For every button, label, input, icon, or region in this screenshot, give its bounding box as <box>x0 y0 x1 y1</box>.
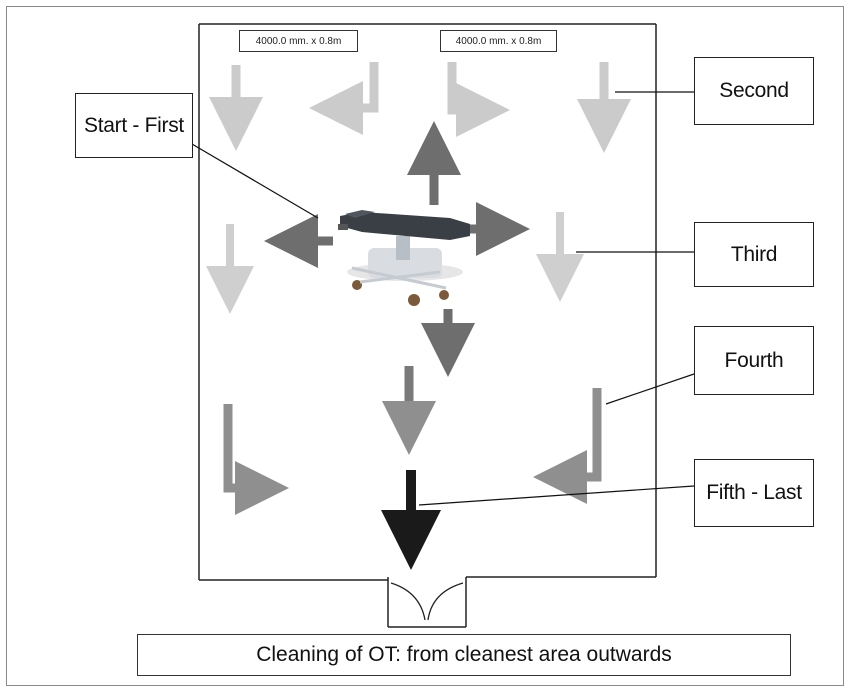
operating-table-image <box>338 210 470 306</box>
third-stage-arrows <box>206 212 584 314</box>
label-fourth: Fourth <box>694 326 814 395</box>
second-stage-arrows <box>209 62 631 153</box>
leader-start <box>191 143 319 219</box>
dimension-label-right: 4000.0 mm. x 0.8m <box>440 30 557 52</box>
fourth-arrow-left <box>223 404 289 515</box>
room-outline <box>198 23 657 581</box>
second-arrow-3 <box>447 62 510 137</box>
caption: Cleaning of OT: from cleanest area outwa… <box>137 634 791 676</box>
first-stage-arrows <box>264 121 530 377</box>
label-fifth-last: Fifth - Last <box>694 459 814 527</box>
label-third: Third <box>694 222 814 287</box>
fourth-arrow-right <box>533 388 602 504</box>
dimension-label-left: 4000.0 mm. x 0.8m <box>239 30 358 52</box>
fourth-stage-arrows <box>223 366 602 515</box>
leader-fourth <box>605 373 695 405</box>
second-arrow-2 <box>309 62 379 135</box>
label-start-first: Start - First <box>75 93 193 158</box>
label-second: Second <box>694 57 814 125</box>
leader-lines <box>191 91 695 506</box>
door <box>387 577 467 628</box>
leader-fifth <box>418 485 695 506</box>
